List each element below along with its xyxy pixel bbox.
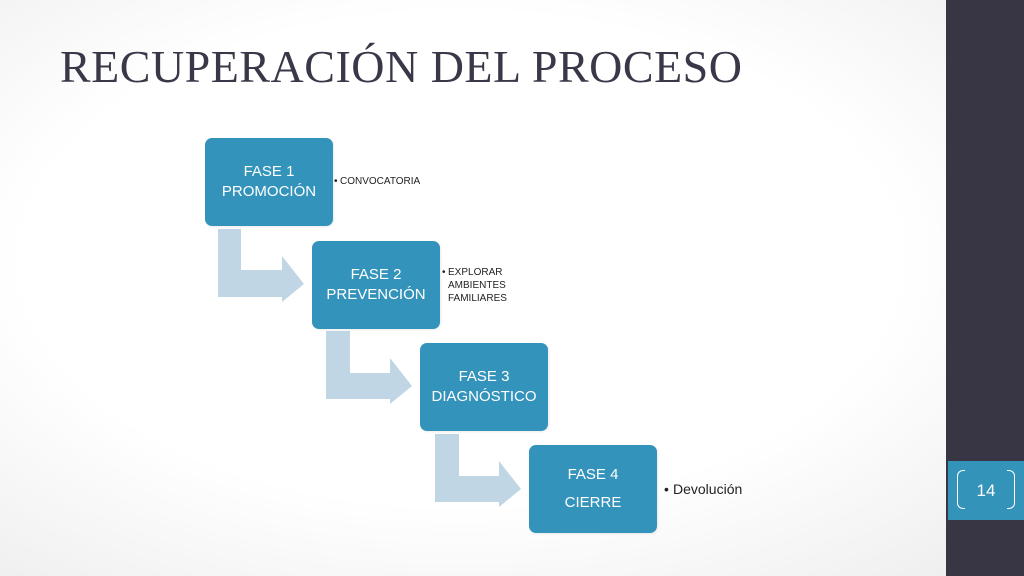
phase-4-name: CIERRE — [564, 494, 622, 511]
phase-2-number: FASE 2 — [350, 266, 402, 283]
phase-2-bullets: EXPLORAR AMBIENTES FAMILIARES — [442, 266, 514, 305]
phase-2-box: FASE 2 PREVENCIÓN — [312, 241, 440, 329]
page-number-badge: 14 — [948, 461, 1024, 520]
phase-3-number: FASE 3 — [458, 368, 510, 385]
phase-4-bullets: Devolución — [664, 480, 742, 498]
phase-1-number: FASE 1 — [243, 163, 295, 180]
connector-arrows — [218, 229, 521, 507]
phase-3-box: FASE 3 DIAGNÓSTICO — [420, 343, 548, 431]
connector-arrow-2 — [326, 331, 412, 404]
phase-4-bullet: Devolución — [664, 480, 742, 498]
slide-title: RECUPERACIÓN DEL PROCESO — [60, 41, 743, 92]
phase-4-number: FASE 4 — [567, 466, 619, 483]
phase-1-name: PROMOCIÓN — [221, 183, 317, 200]
connector-arrow-3 — [435, 434, 521, 507]
phase-1-bullet: CONVOCATORIA — [334, 175, 420, 188]
connector-arrow-1 — [218, 229, 304, 302]
phase-4-box: FASE 4 CIERRE — [529, 445, 657, 533]
right-bracket-decoration — [1007, 470, 1015, 509]
phase-3-name: DIAGNÓSTICO — [431, 388, 537, 405]
left-bracket-decoration — [957, 470, 965, 509]
page-number: 14 — [976, 481, 996, 500]
phase-2-bullet: EXPLORAR AMBIENTES FAMILIARES — [442, 266, 514, 305]
phase-1-bullets: CONVOCATORIA — [334, 175, 420, 188]
phase-2-name: PREVENCIÓN — [326, 286, 426, 303]
phase-1-box: FASE 1 PROMOCIÓN — [205, 138, 333, 226]
